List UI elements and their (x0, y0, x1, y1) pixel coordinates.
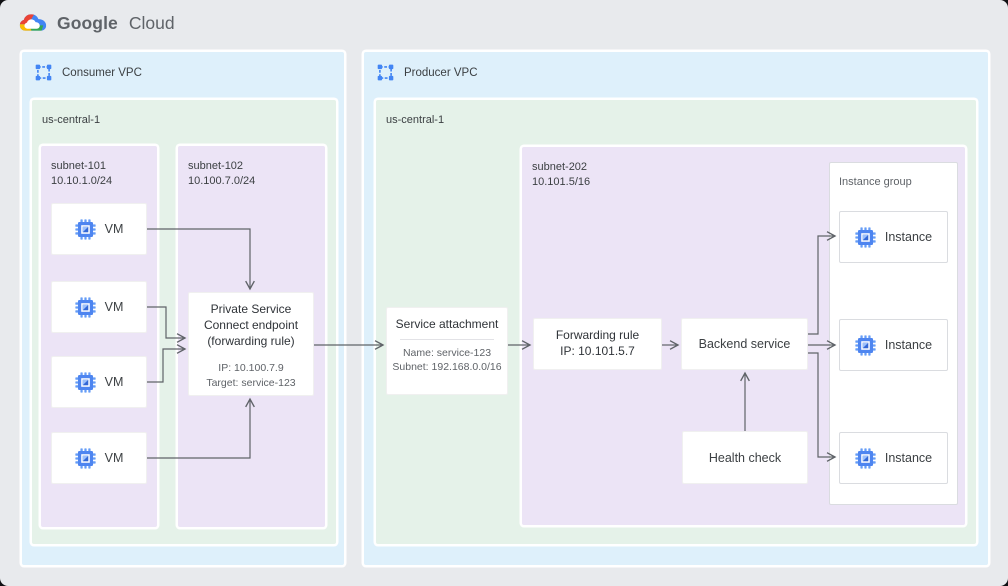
health-check-node: Health check (682, 431, 808, 484)
psc-endpoint-node: Private Service Connect endpoint (forwar… (188, 292, 314, 396)
producer-vpc-zone: Producer VPC us-central-1 Service attach… (364, 52, 988, 565)
vm-node-4: VM (51, 432, 147, 484)
forwarding-rule-ip: IP: 10.101.5.7 (560, 344, 635, 358)
google-cloud-icon (19, 14, 47, 31)
subnet-102-cidr: 10.100.7.0/24 (188, 175, 256, 188)
vm-node-1: VM (51, 203, 147, 255)
instance-label: Instance (884, 451, 933, 465)
psc-endpoint-ip: IP: 10.100.7.9 (218, 362, 284, 375)
instance-group-label: Instance group (839, 176, 912, 188)
instance-node-1: Instance (839, 211, 948, 263)
vm-label: VM (104, 300, 124, 314)
divider (399, 338, 495, 340)
subnet-102-name: subnet-102 (188, 160, 244, 172)
vm-icon (74, 371, 96, 393)
psc-endpoint-details: IP: 10.100.7.9 Target: service-123 (206, 361, 295, 389)
consumer-region-label: us-central-1 (42, 114, 101, 126)
consumer-region-zone: us-central-1 subnet-101 10.10.1.0/24 VM … (32, 100, 336, 544)
vm-node-3: VM (51, 356, 147, 408)
subnet-102-zone: subnet-102 10.100.7.0/24 Private Service… (178, 146, 325, 527)
instance-icon (855, 226, 876, 248)
vm-icon (74, 218, 96, 240)
health-check-label: Health check (708, 450, 782, 465)
instance-node-3: Instance (839, 432, 948, 484)
backend-service-label: Backend service (698, 337, 791, 351)
instance-label: Instance (884, 338, 933, 352)
subnet-202-name: subnet-202 (532, 161, 588, 173)
vm-label: VM (104, 451, 124, 465)
subnet-101-name: subnet-101 (51, 160, 107, 172)
subnet-101-cidr: 10.10.1.0/24 (51, 175, 113, 188)
service-attachment-subnet: Subnet: 192.168.0.0/16 (392, 361, 502, 373)
subnet-101-label: subnet-101 10.10.1.0/24 (51, 159, 112, 190)
consumer-vpc-header: Consumer VPC (35, 64, 142, 81)
subnet-202-label: subnet-202 10.101.5/16 (532, 160, 590, 191)
logo-text-google: Google (57, 12, 118, 33)
vm-node-2: VM (51, 281, 147, 333)
vm-label: VM (104, 375, 124, 389)
vm-icon (74, 296, 96, 318)
vm-label: VM (104, 222, 124, 236)
vpc-icon (35, 64, 52, 81)
subnet-202-zone: subnet-202 10.101.5/16 Forwarding rule I… (522, 147, 965, 525)
subnet-102-label: subnet-102 10.100.7.0/24 (188, 159, 255, 190)
producer-region-zone: us-central-1 Service attachment Name: se… (376, 100, 976, 544)
producer-region-label: us-central-1 (386, 114, 445, 126)
producer-vpc-header: Producer VPC (377, 64, 478, 81)
service-attachment-title: Service attachment (395, 317, 499, 331)
producer-vpc-label: Producer VPC (404, 66, 478, 79)
google-cloud-logo: Google Cloud (18, 12, 175, 34)
vpc-icon (377, 64, 394, 81)
subnet-101-zone: subnet-101 10.10.1.0/24 VM VM VM V (41, 146, 157, 527)
service-attachment-details: Name: service-123 Subnet: 192.168.0.0/16 (392, 346, 501, 374)
consumer-vpc-label: Consumer VPC (62, 66, 142, 79)
consumer-vpc-zone: Consumer VPC us-central-1 subnet-101 10.… (22, 52, 344, 565)
logo-text-cloud: Cloud (128, 12, 175, 33)
forwarding-rule-title: Forwarding rule (555, 328, 640, 343)
psc-endpoint-title: Private Service Connect endpoint (forwar… (203, 302, 299, 348)
instance-icon (855, 334, 876, 356)
backend-service-node: Backend service (681, 318, 808, 370)
forwarding-rule-node: Forwarding rule IP: 10.101.5.7 (533, 318, 662, 370)
psc-endpoint-target: Target: service-123 (206, 376, 296, 389)
instance-icon (855, 447, 876, 469)
instance-node-2: Instance (839, 319, 948, 371)
service-attachment-name: Name: service-123 (402, 346, 492, 359)
instance-label: Instance (884, 230, 933, 244)
instance-group-box: Instance group Instance Instance Instanc… (829, 162, 958, 505)
subnet-202-cidr: 10.101.5/16 (532, 176, 591, 189)
vm-icon (74, 447, 96, 469)
service-attachment-node: Service attachment Name: service-123 Sub… (386, 307, 508, 395)
